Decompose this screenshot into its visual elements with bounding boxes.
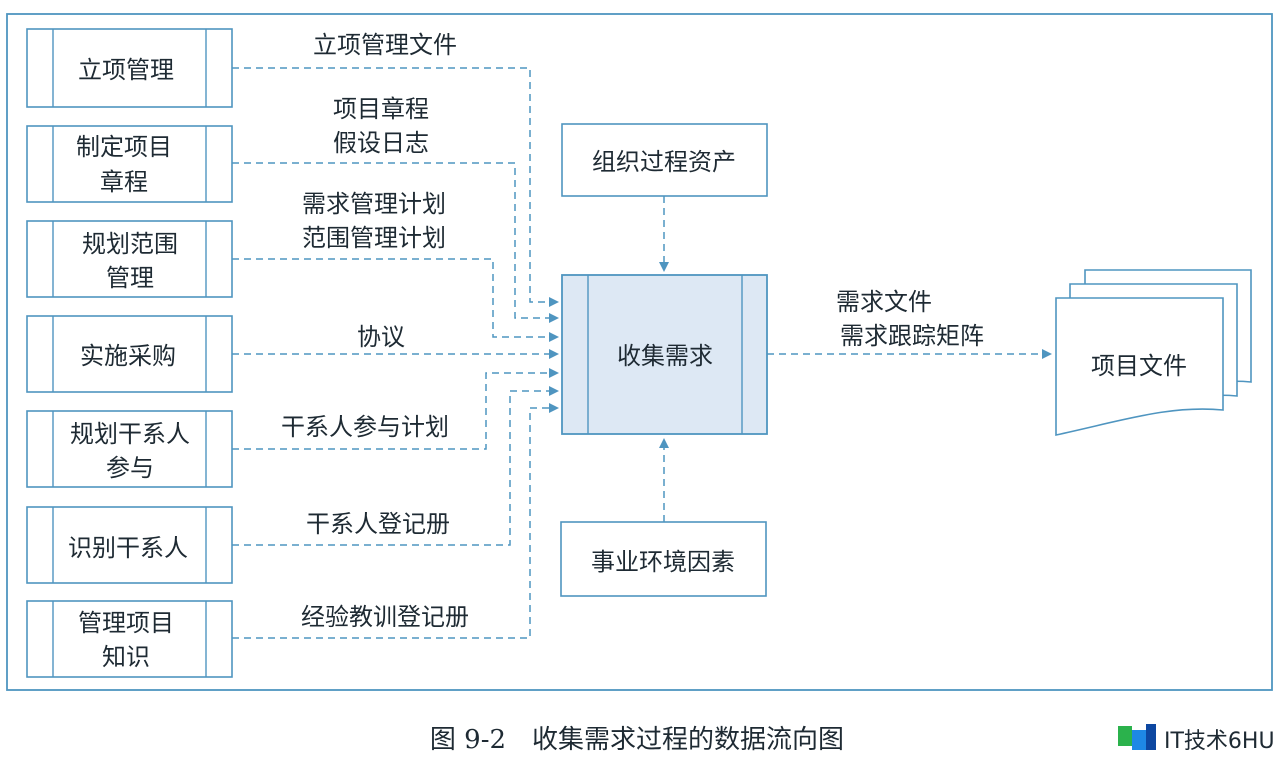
flow-arrow-2 [232,162,559,323]
watermark-logo-icon [1118,724,1156,750]
flow-arrow-1 [232,67,559,307]
flow-label: 项目章程 [333,95,429,123]
flow-arrow-7 [232,403,559,639]
output-label: 项目文件 [1091,352,1187,380]
input-label: 立项管理 [78,56,174,84]
watermark: IT技术6HU [1118,724,1275,754]
input-label: 管理项目 [78,609,174,637]
process-label: 收集需求 [617,342,713,370]
input-box-3: 规划范围 管理 [26,220,233,298]
flow-label: 干系人参与计划 [281,413,449,441]
input-label: 参与 [106,454,154,482]
input-label: 识别干系人 [68,534,188,562]
figure-caption: 图 9-2 收集需求过程的数据流向图 [430,725,844,755]
bottom-input-box: 事业环境因素 [560,521,767,597]
watermark-text: IT技术6HU [1164,729,1275,754]
process-box: 收集需求 [561,274,768,435]
input-label: 规划干系人 [70,420,190,448]
flow-label: 经验教训登记册 [301,603,469,631]
flow-arrow-5 [232,368,559,450]
input-label: 管理 [106,264,154,292]
output-flow-label: 需求文件 [836,288,932,316]
input-box-1: 立项管理 [26,28,233,108]
input-box-4: 实施采购 [26,315,233,393]
input-label: 制定项目 [76,133,172,161]
flow-label: 协议 [357,323,405,351]
flow-label: 需求管理计划 [302,190,446,218]
input-label: 章程 [100,168,148,196]
input-box-7: 管理项目 知识 [26,600,233,678]
input-label: 知识 [102,643,150,671]
bottom-input-label: 事业环境因素 [591,548,735,576]
output-document: 项目文件 [1055,269,1252,436]
output-flow-label: 需求跟踪矩阵 [840,322,984,350]
flow-arrow-6 [232,386,559,546]
input-box-5: 规划干系人 参与 [26,410,233,488]
input-box-6: 识别干系人 [26,506,233,584]
flow-label: 立项管理文件 [313,31,457,59]
input-box-2: 制定项目 章程 [26,125,233,203]
top-input-label: 组织过程资产 [592,148,736,176]
flow-label: 范围管理计划 [302,224,446,252]
input-label: 实施采购 [80,342,176,370]
flow-label: 假设日志 [333,129,429,157]
flow-arrow-3 [232,258,559,342]
top-input-box: 组织过程资产 [561,123,768,197]
flow-label: 干系人登记册 [306,510,450,538]
input-label: 规划范围 [82,230,178,258]
diagram-frame [6,13,1273,691]
